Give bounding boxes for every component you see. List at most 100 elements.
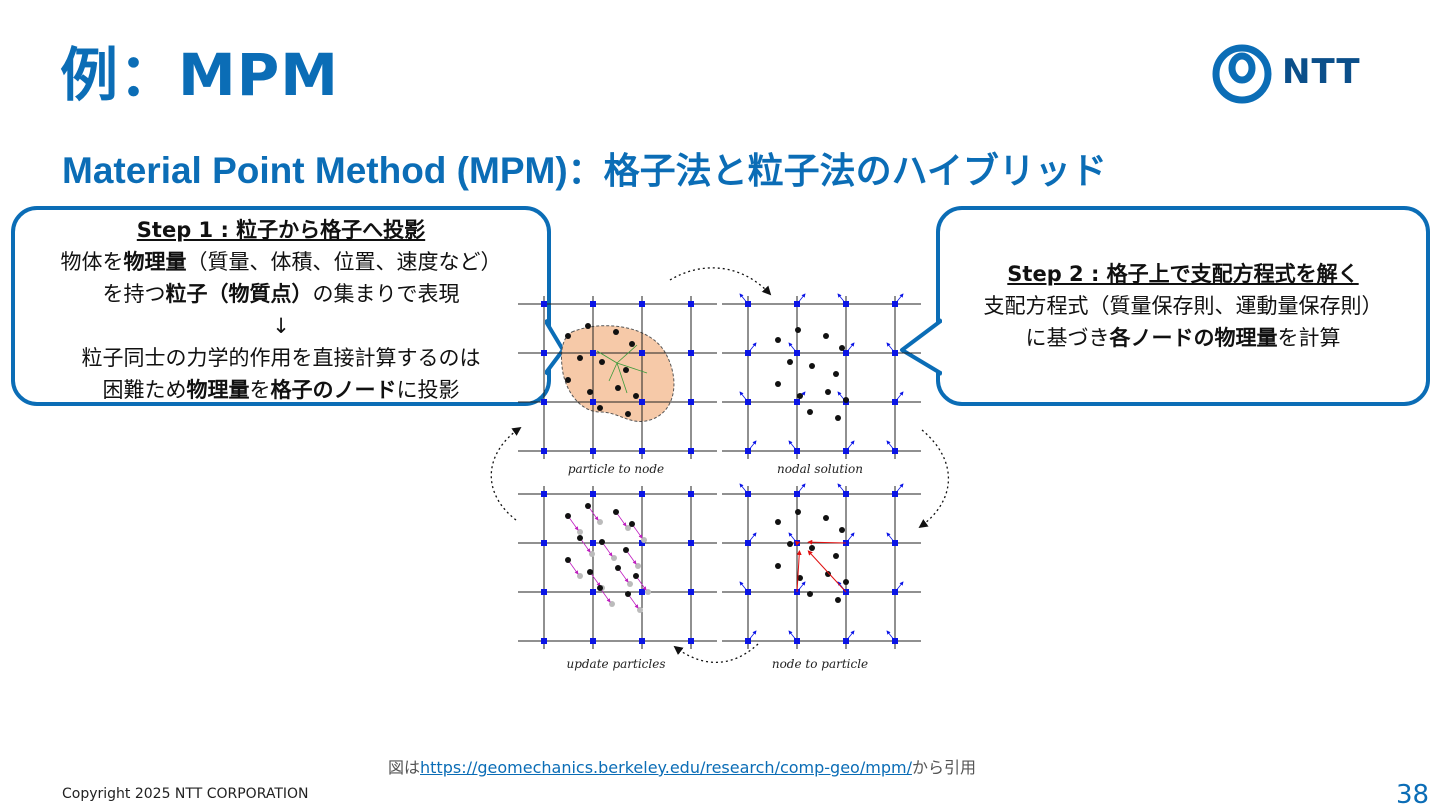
grid-node [639, 589, 645, 595]
step1-line1: 物体を物理量（質量、体積、位置、速度など） [15, 246, 547, 278]
particle-old [637, 607, 643, 613]
particle [597, 405, 603, 411]
grid-node [541, 638, 547, 644]
step2-l2a: に基づき [1025, 326, 1110, 350]
step1-l2c: の集まりで表現 [312, 282, 460, 306]
particle-old [611, 555, 617, 561]
grid-node [541, 350, 547, 356]
step1-line2: を持つ粒子（物質点）の集まりで表現 [15, 278, 547, 310]
nodal-vector [886, 630, 896, 642]
particle-old [635, 563, 641, 569]
nodal-vector [845, 532, 855, 544]
projection-spoke [616, 344, 638, 364]
particle-old [609, 601, 615, 607]
projection-spoke [596, 350, 618, 364]
particle [797, 575, 803, 581]
nodal-vector [796, 483, 806, 495]
subtitle-latin: Material Point Method (MPM) [62, 150, 568, 191]
nodal-vector [796, 293, 806, 305]
particle-old [625, 525, 631, 531]
projection-spoke [616, 362, 648, 374]
citation-link[interactable]: https://geomechanics.berkeley.edu/resear… [420, 758, 912, 777]
particle [775, 519, 781, 525]
particle [823, 515, 829, 521]
particle [787, 541, 793, 547]
particle-old [645, 589, 651, 595]
ntt-logo: NTT [1212, 44, 1372, 104]
particle [807, 591, 813, 597]
particle [835, 415, 841, 421]
grid-node [639, 399, 645, 405]
subtitle-jp: ：格子法と粒子法のハイブリッド [567, 151, 1107, 192]
grid-node [688, 491, 694, 497]
grid-node [688, 589, 694, 595]
projection-spoke [616, 362, 628, 394]
step1-l4e: に投影 [396, 378, 460, 402]
grid-node [688, 399, 694, 405]
nodal-vector [886, 532, 896, 544]
particle [629, 341, 635, 347]
nodal-vector [894, 581, 904, 593]
copyright: Copyright 2025 NTT CORPORATION [62, 786, 309, 802]
nodal-vector [886, 440, 896, 452]
caption-particle-to-node: particle to node [568, 462, 664, 476]
particle [565, 377, 571, 383]
grid-node [688, 540, 694, 546]
page-title: 例：MPM [60, 41, 339, 109]
particle-old [627, 581, 633, 587]
step2-l2b: 各ノードの物理量 [1109, 326, 1278, 350]
grid-node [639, 638, 645, 644]
grid-node [590, 491, 596, 497]
particle [633, 393, 639, 399]
citation-prefix: 図は [388, 758, 421, 777]
particle [775, 563, 781, 569]
particle [835, 597, 841, 603]
step1-l4a: 困難ため [102, 378, 187, 402]
particle [807, 409, 813, 415]
particle [633, 573, 639, 579]
nodal-vector [747, 440, 757, 452]
grid-node [590, 448, 596, 454]
citation-suffix: から引用 [911, 758, 976, 777]
particle [839, 527, 845, 533]
interpolation-arrow [807, 539, 847, 545]
particle [615, 385, 621, 391]
particle-old [641, 537, 647, 543]
nodal-vector [837, 483, 847, 495]
particle [825, 389, 831, 395]
cycle-arrow-bottom [673, 643, 759, 664]
step1-l1c: （質量、体積、位置、速度など） [186, 250, 502, 274]
particle [613, 329, 619, 335]
particle [797, 393, 803, 399]
nodal-vector [845, 342, 855, 354]
grid-node [541, 540, 547, 546]
particle [809, 363, 815, 369]
step1-l1b: 物理量 [123, 250, 187, 274]
cycle-arrow-left [490, 426, 522, 521]
particle [599, 359, 605, 365]
nodal-vector [796, 581, 806, 593]
nodal-vector [739, 293, 749, 305]
nodal-vector [739, 483, 749, 495]
particle [787, 359, 793, 365]
particle [823, 333, 829, 339]
particle [615, 565, 621, 571]
grid-node [688, 638, 694, 644]
nodal-vector [837, 293, 847, 305]
particle [623, 367, 629, 373]
particle [577, 535, 583, 541]
step1-line4: 困難ため物理量を格子のノードに投影 [15, 374, 547, 406]
step1-heading: Step 1 : 粒子から格子へ投影 [136, 218, 426, 242]
particle [577, 355, 583, 361]
grid-node [688, 301, 694, 307]
ntt-ring-icon [1212, 44, 1272, 104]
nodal-vector [739, 581, 749, 593]
particle-old [577, 529, 583, 535]
particle [623, 547, 629, 553]
step1-l4c: を [249, 378, 271, 402]
nodal-vector [894, 391, 904, 403]
particle [625, 411, 631, 417]
nodal-vector [788, 440, 798, 452]
particle [843, 579, 849, 585]
interpolation-arrow [807, 550, 847, 593]
